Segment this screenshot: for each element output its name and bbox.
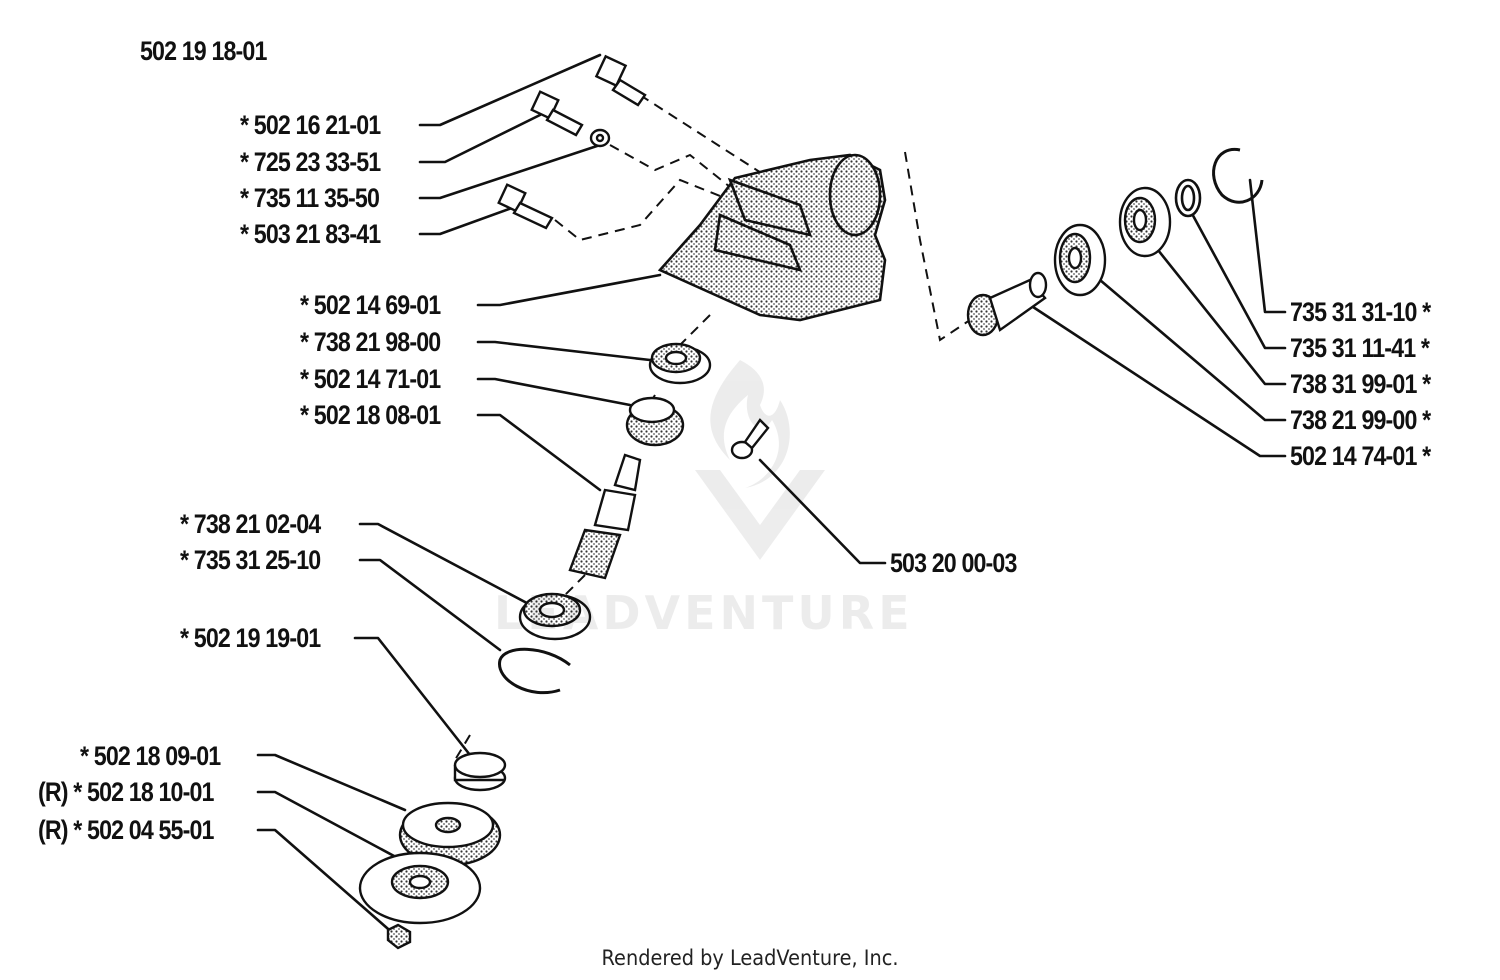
circlip-part bbox=[498, 647, 571, 695]
leader-line bbox=[358, 522, 542, 612]
bearing-part bbox=[648, 342, 712, 385]
leader-line bbox=[353, 636, 472, 757]
nut-part bbox=[386, 923, 412, 950]
gear-part bbox=[625, 396, 685, 447]
part-label: 503 20 00-03 bbox=[890, 548, 1017, 578]
washer-part bbox=[589, 128, 611, 148]
part-label: 735 31 11-41 * bbox=[1290, 333, 1430, 363]
assembly-guide bbox=[554, 178, 731, 242]
bearing-part bbox=[1118, 186, 1172, 258]
circlip-part bbox=[1212, 148, 1264, 204]
leader-line bbox=[358, 558, 502, 652]
shaft-part bbox=[568, 453, 642, 580]
leader-line bbox=[476, 273, 662, 307]
support-cup-part bbox=[358, 851, 482, 925]
leader-line bbox=[1098, 278, 1287, 422]
part-label: * 502 14 71-01 bbox=[300, 364, 441, 394]
bearing-part bbox=[518, 592, 592, 641]
part-label: * 502 14 69-01 bbox=[300, 290, 441, 320]
screw-part bbox=[730, 418, 770, 460]
part-label: 502 14 74-01 * bbox=[1290, 441, 1431, 471]
assembly-guide bbox=[679, 314, 711, 346]
leader-line bbox=[1188, 208, 1287, 350]
bolt-part bbox=[497, 183, 554, 230]
part-label: * 735 31 25-10 bbox=[180, 545, 321, 575]
leader-line bbox=[1148, 238, 1287, 386]
leader-line bbox=[1028, 303, 1287, 458]
leader-line bbox=[418, 143, 602, 200]
leader-line bbox=[418, 113, 542, 164]
assembly-guide bbox=[609, 144, 741, 196]
gear-housing-part bbox=[657, 153, 887, 322]
leader-line bbox=[256, 828, 397, 937]
part-label: 735 31 31-10 * bbox=[1290, 297, 1431, 327]
assembly-number: 502 19 18-01 bbox=[140, 36, 267, 66]
assembly-guide bbox=[639, 94, 781, 186]
part-label: * 725 23 33-51 bbox=[240, 147, 381, 177]
leader-line bbox=[476, 377, 632, 407]
leader-line bbox=[1248, 178, 1287, 314]
part-label: * 502 18 08-01 bbox=[300, 400, 441, 430]
leader-line bbox=[476, 340, 652, 362]
footer-credit: Rendered by LeadVenture, Inc. bbox=[601, 946, 899, 970]
assembly-guide bbox=[904, 151, 971, 342]
part-label: 738 31 99-01 * bbox=[1290, 369, 1431, 399]
part-label: * 502 18 09-01 bbox=[80, 741, 221, 771]
part-label: 738 21 99-00 * bbox=[1290, 405, 1431, 435]
drive-disc-part bbox=[398, 801, 502, 867]
part-label: * 735 11 35-50 bbox=[240, 183, 380, 213]
leader-line bbox=[256, 753, 407, 812]
leader-line bbox=[256, 790, 422, 872]
washer-part bbox=[1174, 178, 1202, 218]
assembly-guide bbox=[454, 734, 471, 761]
part-label: * 738 21 98-00 bbox=[300, 327, 441, 357]
part-label: * 502 19 19-01 bbox=[180, 623, 321, 653]
part-label: (R) * 502 04 55-01 bbox=[38, 815, 214, 845]
part-label: (R) * 502 18 10-01 bbox=[38, 777, 214, 807]
part-label: * 502 16 21-01 bbox=[240, 110, 381, 140]
leader-line bbox=[758, 458, 887, 565]
pinion-part bbox=[966, 271, 1048, 337]
bolt-part bbox=[594, 54, 647, 107]
leader-line bbox=[418, 203, 522, 236]
bolt-part bbox=[530, 90, 584, 137]
leader-line bbox=[476, 413, 602, 492]
spacer-part bbox=[453, 751, 507, 792]
part-label: * 503 21 83-41 bbox=[240, 219, 381, 249]
watermark-text: LEADVENTURE bbox=[494, 586, 914, 640]
part-label: * 738 21 02-04 bbox=[180, 509, 321, 539]
bearing-part bbox=[1053, 223, 1107, 297]
leader-line bbox=[418, 53, 602, 127]
